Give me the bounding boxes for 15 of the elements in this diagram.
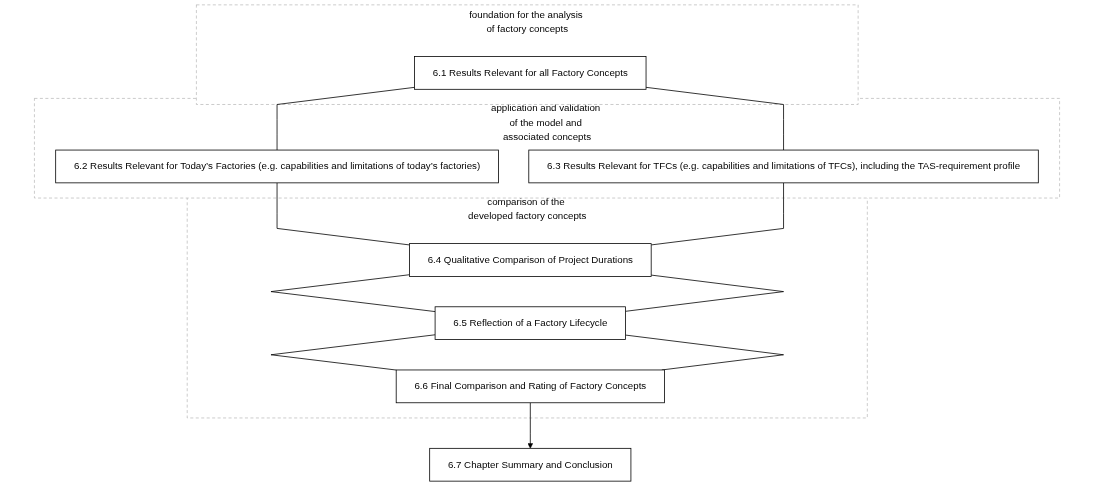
connector	[276, 86, 415, 151]
connector	[625, 274, 784, 312]
node-box: 6.4 Qualitative Comparison of Project Durations	[409, 243, 652, 277]
node-box: 6.1 Results Relevant for all Factory Concepts	[414, 56, 647, 90]
node-box: 6.3 Results Relevant for TFCs (e.g. capabilities and limitations of TFCs), including the TAS-requirement profile	[528, 149, 1039, 184]
connector	[650, 182, 784, 246]
node-box: 6.7 Chapter Summary and Conclusion	[429, 447, 632, 482]
connector	[270, 274, 436, 312]
connector	[270, 334, 436, 371]
connector	[625, 334, 784, 371]
connector	[645, 86, 784, 151]
connector	[276, 182, 410, 246]
node-box: 6.2 Results Relevant for Today’s Factories (e.g. capabilities and limitations of today’s factories)	[55, 149, 499, 184]
node-box: 6.6 Final Comparison and Rating of Factory Concepts	[395, 369, 665, 404]
node-box: 6.5 Reflection of a Factory Lifecycle	[434, 306, 626, 340]
